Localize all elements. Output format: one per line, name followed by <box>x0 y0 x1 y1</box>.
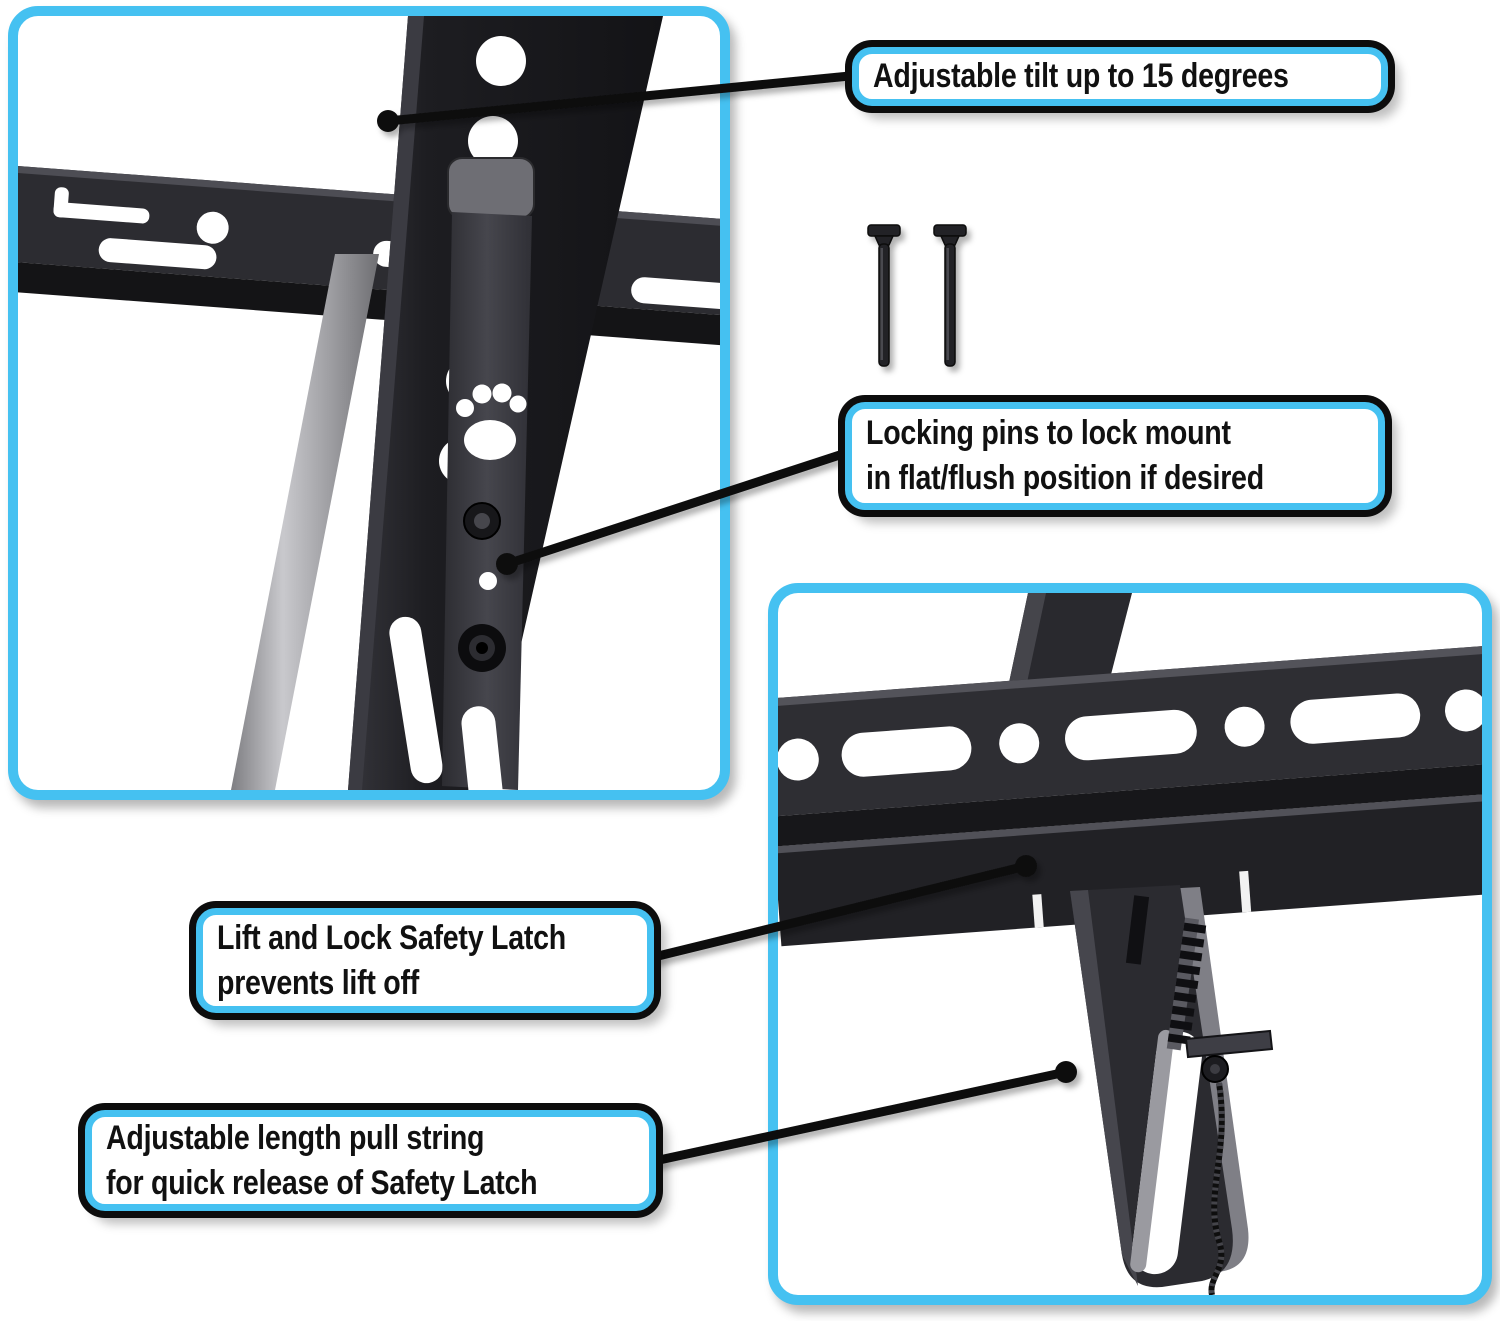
pivot-bolt <box>458 624 506 672</box>
latch-photo-scene <box>778 593 1482 1295</box>
photo-inset-tilt-view <box>8 6 730 800</box>
latch-release-slot <box>1130 1029 1203 1275</box>
locking-pin <box>867 224 901 367</box>
callout-pull-string: Adjustable length pull string for quick … <box>85 1110 656 1211</box>
callout-adjustable-tilt-text: Adjustable tilt up to 15 degrees <box>873 57 1289 95</box>
tilt-bracket-tab <box>447 157 535 219</box>
callout-safety-latch-text-line1: Lift and Lock Safety Latch <box>217 918 566 957</box>
latch-top-slit <box>1125 895 1150 965</box>
callout-pull-string-text-line2: for quick release of Safety Latch <box>106 1163 538 1202</box>
callout-safety-latch: Lift and Lock Safety Latch prevents lift… <box>196 908 654 1013</box>
wall-rail <box>778 644 1482 847</box>
tilt-arm-slot <box>389 616 443 784</box>
adjustment-knob <box>463 502 501 540</box>
bracket-fork-slot <box>461 706 505 790</box>
latch-ratchet-teeth <box>1166 917 1207 1051</box>
locking-pin <box>933 224 967 367</box>
bracket-hole <box>479 572 497 590</box>
latch-tab <box>1184 1029 1274 1059</box>
rail-slot-holes <box>778 689 1482 781</box>
pull-string <box>1208 1082 1225 1295</box>
support-rod <box>231 254 379 790</box>
tilt-photo-scene <box>18 16 720 790</box>
callout-pull-string-text-line1: Adjustable length pull string <box>106 1118 485 1157</box>
callout-safety-latch-text-line2: prevents lift off <box>217 963 420 1002</box>
callout-locking-pins: Locking pins to lock mount in flat/flush… <box>845 402 1385 510</box>
photo-inset-latch-view <box>768 583 1492 1305</box>
callout-adjustable-tilt: Adjustable tilt up to 15 degrees <box>852 47 1388 106</box>
callout-locking-pins-text-line2: in flat/flush position if desired <box>866 459 1264 497</box>
tilt-bracket <box>442 157 535 790</box>
safety-latch-arm <box>1070 885 1274 1295</box>
latch-screw <box>1201 1055 1229 1083</box>
callout-locking-pins-text-line1: Locking pins to lock mount <box>866 414 1231 452</box>
